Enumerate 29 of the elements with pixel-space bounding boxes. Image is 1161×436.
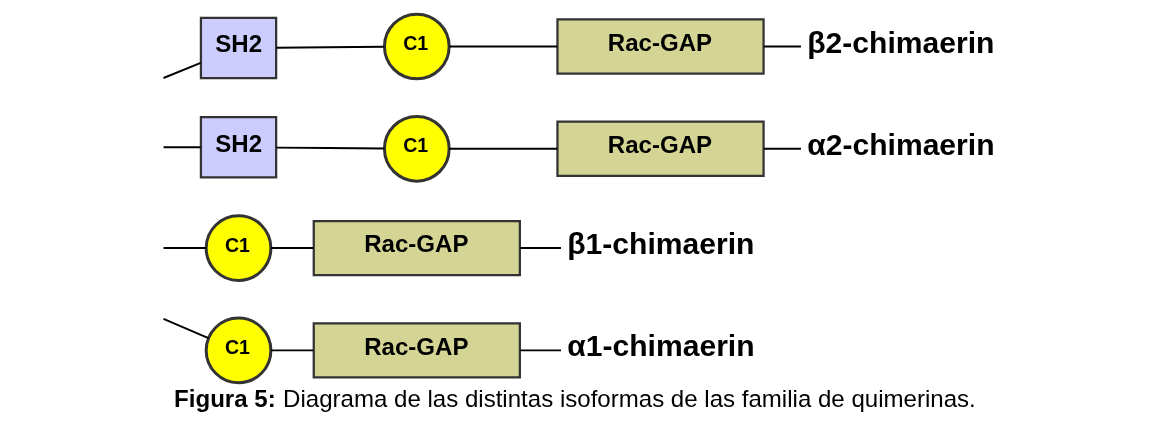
connector (162, 61, 202, 79)
node-text: α1-chimaerin (566, 329, 755, 363)
node-circle: C1 (382, 12, 451, 81)
caption: Figura 5: Diagrama de las distintas isoformas de las familia de quimerinas. (173, 384, 976, 412)
connector (762, 147, 802, 150)
node-box: SH2 (199, 116, 277, 179)
node-text: α2-chimaerin (806, 127, 995, 161)
connector (447, 147, 558, 150)
connector (762, 45, 802, 48)
node-box: SH2 (199, 16, 277, 80)
connector (269, 349, 314, 352)
node-text: β2-chimaerin (806, 25, 994, 59)
connector (274, 45, 385, 49)
node-box: Rac-GAP (555, 18, 765, 75)
connector (269, 247, 314, 250)
connector (162, 317, 209, 340)
connector (447, 45, 558, 48)
node-box: Rac-GAP (312, 322, 521, 379)
node-box: Rac-GAP (312, 219, 521, 277)
node-circle: C1 (204, 316, 272, 385)
node-circle: C1 (204, 214, 272, 282)
node-box: Rac-GAP (555, 120, 765, 177)
connector (274, 146, 385, 150)
connector (518, 247, 562, 250)
connector (518, 349, 562, 352)
node-text: β1-chimaerin (566, 227, 754, 261)
connector (162, 247, 207, 250)
connector (162, 146, 202, 149)
node-circle: C1 (382, 114, 451, 183)
